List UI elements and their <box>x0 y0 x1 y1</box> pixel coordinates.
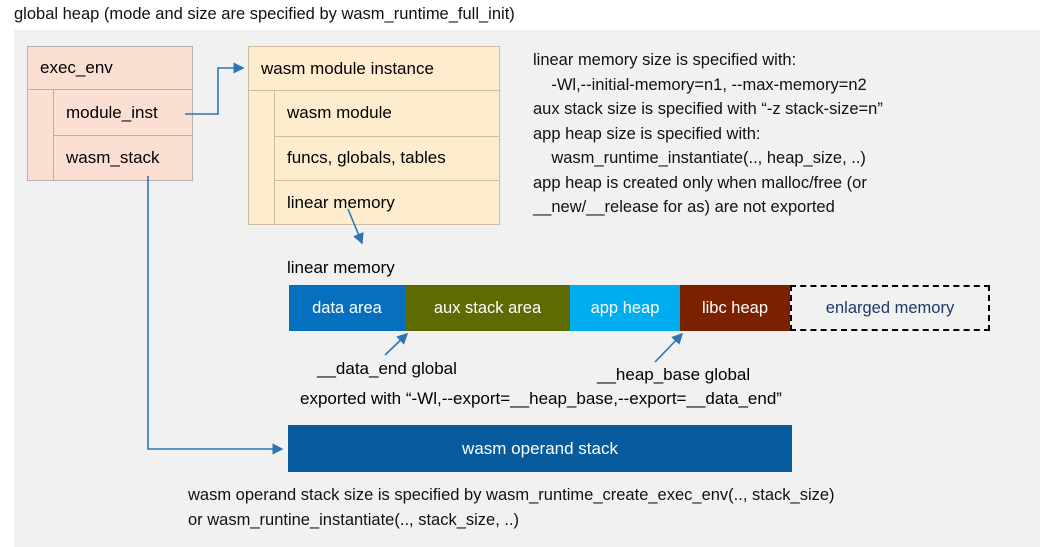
module-instance-body: wasm module funcs, globals, tables linea… <box>249 91 499 225</box>
exec-env-box: exec_env module_inst wasm_stack <box>27 46 193 181</box>
operand-stack-notes: wasm operand stack size is specified by … <box>188 486 835 529</box>
exec-env-field-wasm-stack: wasm_stack <box>54 135 192 180</box>
exec-env-field-module-inst: module_inst <box>66 102 158 122</box>
linear-memory-bar-label: linear memory <box>287 258 395 277</box>
module-instance-indent-gutter <box>249 91 275 225</box>
module-instance-field-wasm-module: wasm module <box>287 103 392 123</box>
linear-memory-notes: linear memory size is specified with: -W… <box>533 51 883 216</box>
exec-env-indent-gutter <box>28 90 54 181</box>
heap-base-global-label: __heap_base global <box>597 365 751 384</box>
page-title: global heap (mode and size are specified… <box>14 5 515 23</box>
memory-segment-app-heap: app heap <box>570 285 680 331</box>
module-instance-field-funcs-globals-tables: funcs, globals, tables <box>275 135 499 181</box>
export-flags-note: exported with “-Wl,--export=__heap_base,… <box>300 389 782 408</box>
module-instance-field-linear-memory: linear memory <box>275 180 499 225</box>
wasm-operand-stack-box: wasm operand stack <box>288 425 792 472</box>
exec-env-body: module_inst wasm_stack <box>28 90 192 181</box>
memory-segment-data-area: data area <box>289 285 405 331</box>
memory-segment-enlarged-memory: enlarged memory <box>790 285 990 331</box>
data-end-global-label: __data_end global <box>317 359 457 378</box>
memory-segment-aux-stack-area: aux stack area <box>405 285 570 331</box>
module-instance-field-list: wasm module funcs, globals, tables linea… <box>275 91 499 225</box>
linear-memory-bar: data area aux stack area app heap libc h… <box>289 285 990 331</box>
exec-env-field-list: module_inst wasm_stack <box>54 90 192 181</box>
module-instance-header: wasm module instance <box>249 47 499 91</box>
memory-segment-libc-heap: libc heap <box>680 285 790 331</box>
wasm-module-instance-box: wasm module instance wasm module funcs, … <box>248 46 500 225</box>
exec-env-header: exec_env <box>28 47 192 90</box>
